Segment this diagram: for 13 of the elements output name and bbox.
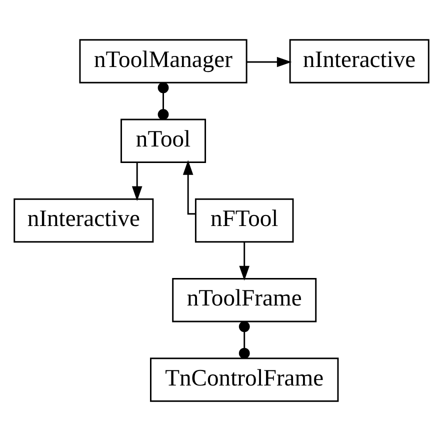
arrow	[132, 162, 142, 201]
arrow	[247, 56, 292, 68]
node-box: nToolFrame	[172, 278, 317, 322]
connector	[238, 321, 250, 359]
node-box: nTool	[120, 118, 206, 163]
node-box: nInteractive	[14, 198, 154, 243]
arrow	[239, 242, 250, 281]
connector	[158, 82, 169, 120]
node-box: nToolManager	[79, 39, 248, 84]
node-box: nInteractive	[289, 39, 430, 84]
node-box: TnControlFrame	[150, 358, 339, 402]
node-box: nFTool	[194, 198, 294, 243]
arrow	[182, 160, 196, 215]
